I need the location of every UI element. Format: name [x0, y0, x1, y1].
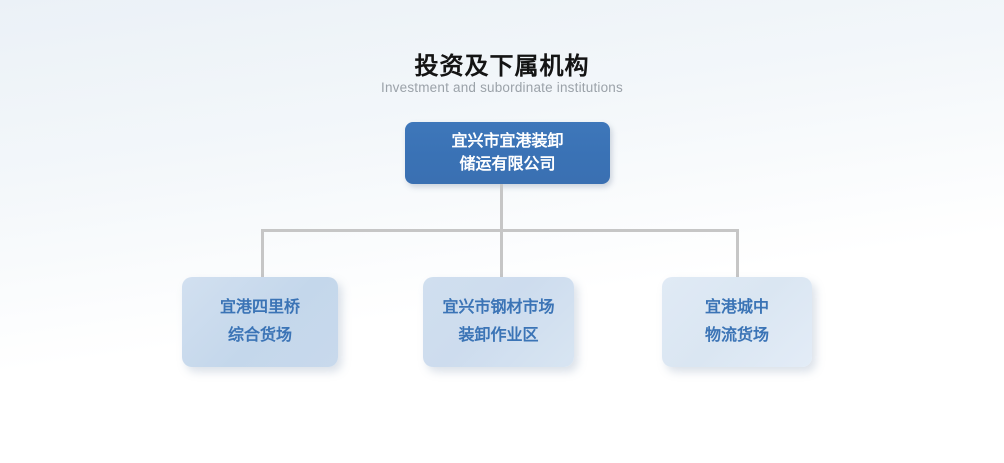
org-node-child-1-line1: 宜港四里桥: [219, 299, 300, 316]
connector-root-drop: [500, 184, 503, 232]
org-node-child-2-line1: 宜兴市钢材市场: [442, 299, 555, 316]
org-node-child-1: 宜港四里桥 综合货场: [182, 277, 338, 367]
org-node-root-line2: 储运有限公司: [459, 156, 556, 173]
org-node-child-3-line2: 物流货场: [704, 327, 769, 344]
org-node-child-2: 宜兴市钢材市场 装卸作业区: [423, 277, 574, 367]
connector-right-drop: [736, 229, 739, 277]
org-node-child-1-line2: 综合货场: [227, 327, 292, 344]
org-node-root-line1: 宜兴市宜港装卸: [451, 133, 564, 150]
page-subtitle: Investment and subordinate institutions: [381, 80, 623, 95]
org-node-child-2-line2: 装卸作业区: [458, 327, 539, 344]
connector-middle-drop: [500, 229, 503, 277]
page-title: 投资及下属机构: [414, 53, 590, 80]
org-node-root: 宜兴市宜港装卸 储运有限公司: [405, 122, 610, 184]
org-node-child-3-line1: 宜港城中: [704, 299, 769, 316]
org-node-child-3: 宜港城中 物流货场: [662, 277, 812, 367]
connector-left-drop: [261, 229, 264, 277]
